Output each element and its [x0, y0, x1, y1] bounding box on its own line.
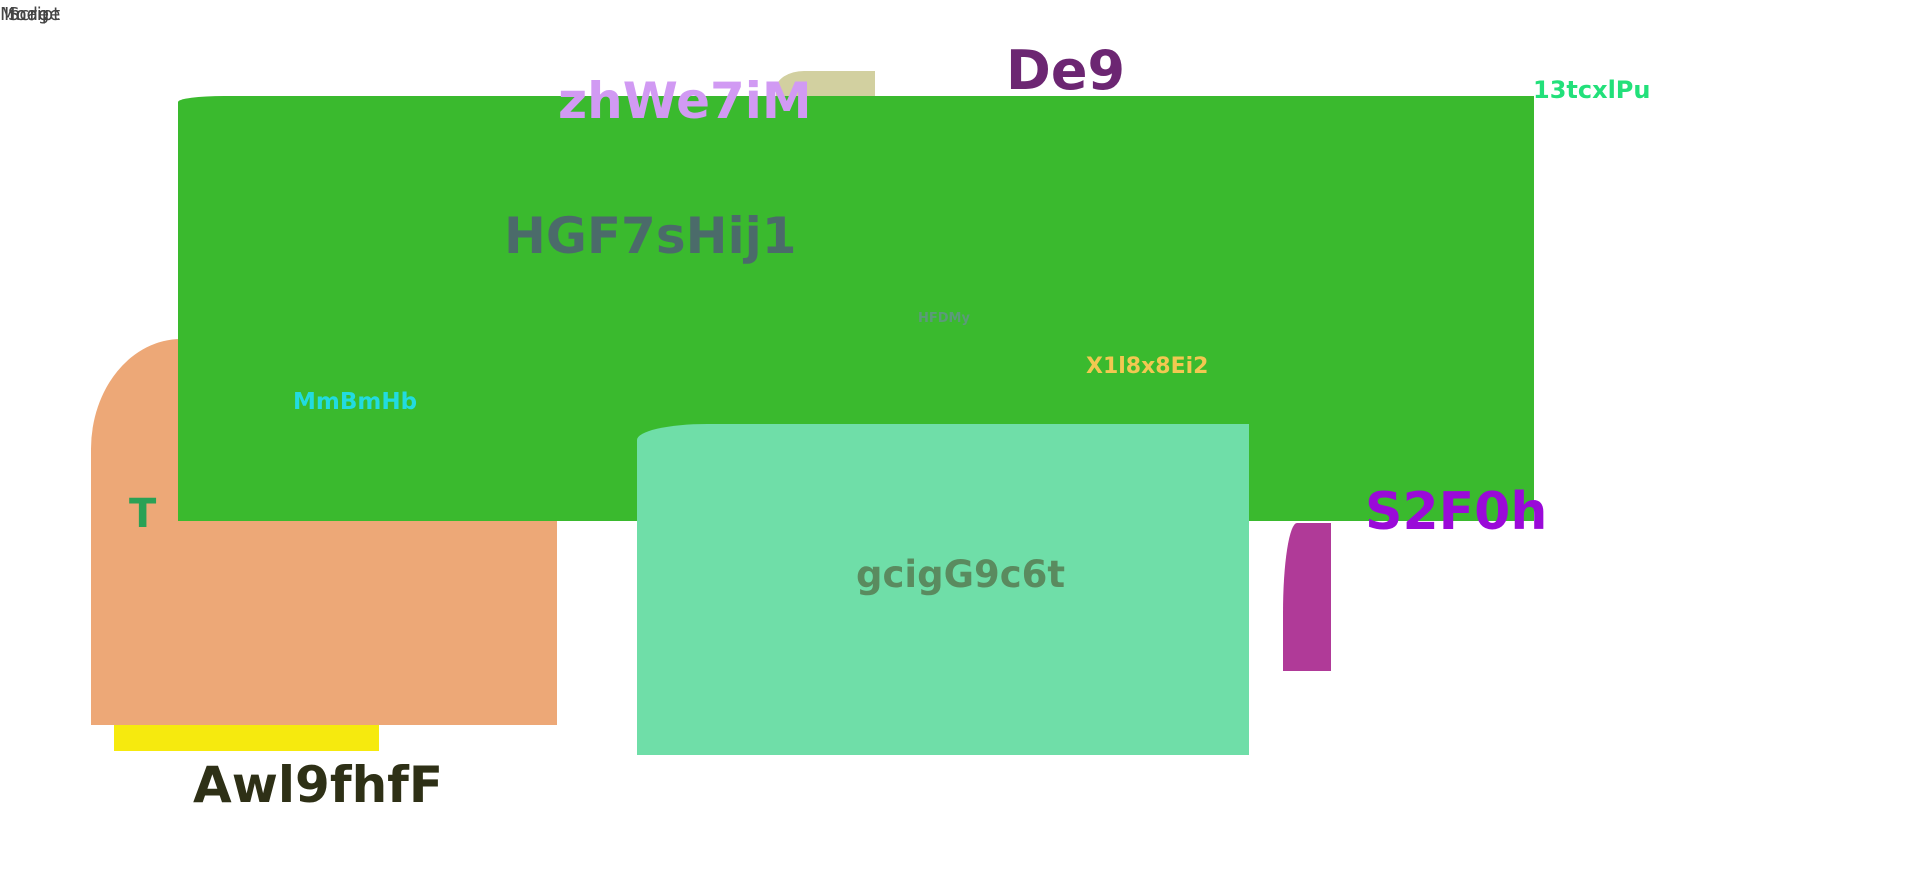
mint-panel	[637, 424, 1249, 755]
magenta-bar	[1283, 523, 1331, 671]
purple-title: De9	[1006, 39, 1126, 102]
cyan-label: MmBmHb	[293, 389, 418, 415]
violet-label: S2F0h	[1365, 482, 1548, 542]
corner-label-mode: Mode	[0, 4, 50, 25]
green-panel-title: zhWe7iM	[558, 72, 812, 130]
big-gray-label: HGF7sHij1	[504, 207, 797, 265]
mint-panel-label: gcigG9c6t	[856, 553, 1066, 596]
yellow-label: X1l8x8Ei2	[1086, 354, 1209, 379]
corner-label-image: Image	[4, 4, 61, 25]
corner-label-script: Script	[8, 4, 61, 25]
dark-label: Awl9fhfF	[193, 756, 444, 814]
t-label: T	[129, 491, 157, 537]
green-top-label: 13tcxlPu	[1533, 76, 1651, 104]
yellow-strip	[114, 725, 379, 751]
tiny-label: HFDMy	[918, 311, 970, 326]
